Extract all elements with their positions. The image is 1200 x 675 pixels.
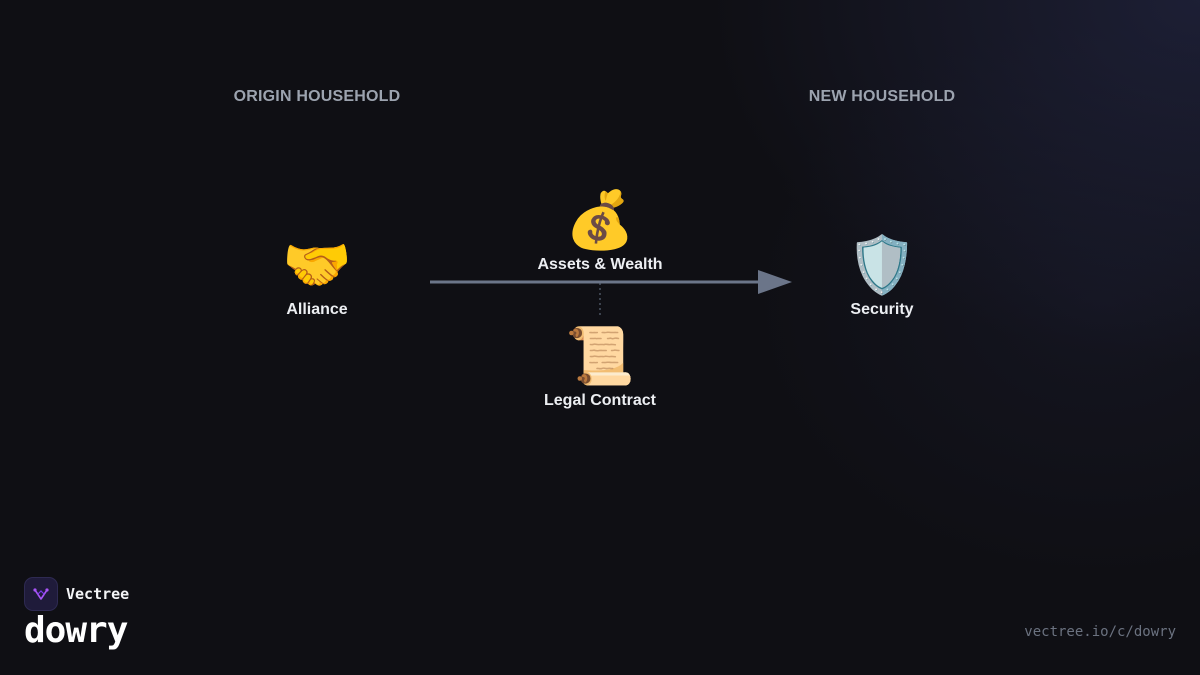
node-alliance: 🤝 Alliance bbox=[282, 233, 352, 319]
new-household-label: NEW HOUSEHOLD bbox=[808, 88, 956, 105]
security-label: Security bbox=[850, 301, 914, 318]
money-bag-icon: 💰 bbox=[565, 188, 635, 251]
brand: Vectree bbox=[24, 577, 129, 611]
brand-name: Vectree bbox=[66, 585, 130, 603]
origin-household-label: ORIGIN HOUSEHOLD bbox=[233, 88, 401, 105]
scroll-icon: 📜 bbox=[565, 324, 635, 387]
node-assets: 💰 Assets & Wealth bbox=[537, 188, 662, 274]
alliance-label: Alliance bbox=[286, 301, 348, 318]
contract-label: Legal Contract bbox=[543, 392, 657, 409]
flow-arrow-head bbox=[758, 270, 792, 294]
page-title: dowry bbox=[24, 610, 128, 651]
node-security: 🛡️ Security bbox=[847, 233, 917, 319]
node-contract: 📜 Legal Contract bbox=[544, 324, 656, 410]
page-url[interactable]: vectree.io/c/dowry bbox=[1024, 624, 1176, 640]
handshake-icon: 🤝 bbox=[282, 233, 352, 296]
assets-label: Assets & Wealth bbox=[537, 256, 663, 273]
shield-icon: 🛡️ bbox=[847, 233, 917, 296]
vectree-logo-icon bbox=[24, 577, 58, 611]
